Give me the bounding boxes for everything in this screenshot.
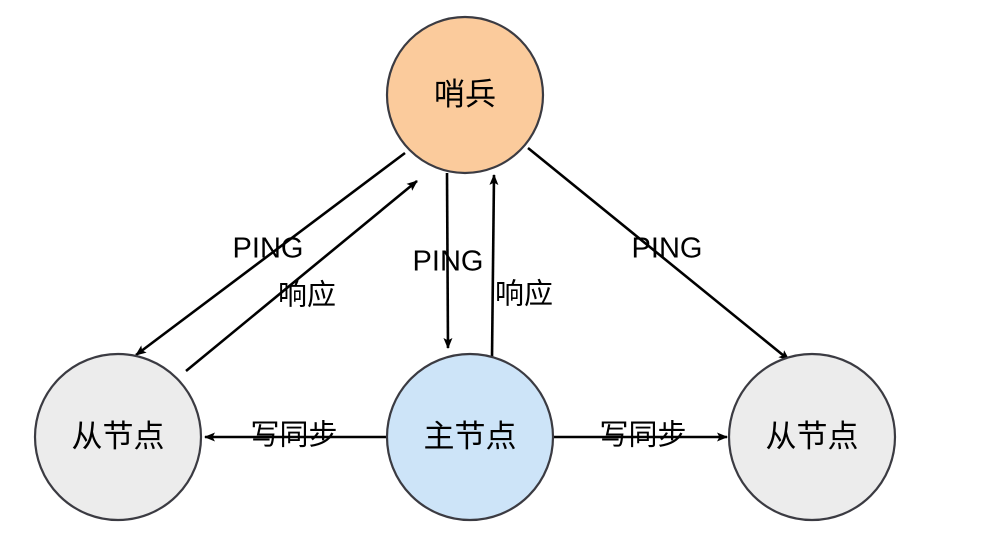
edge-label-ping-slave-left: PING <box>233 233 304 265</box>
edge-labels-layer: PING 响应 PING 响应 PING 写同步 写同步 <box>233 233 703 452</box>
node-slave-right[interactable]: 从节点 <box>727 352 897 522</box>
slave-right-label: 从节点 <box>766 419 859 454</box>
edge-slave-left-reply-sentinel <box>185 179 418 373</box>
slave-right-circle[interactable] <box>727 352 897 522</box>
sentinel-label: 哨兵 <box>434 77 496 112</box>
edge-label-reply-master: 响应 <box>495 278 553 311</box>
edges-layer <box>135 146 790 442</box>
master-circle[interactable] <box>385 352 555 522</box>
edge-label-ping-slave-right: PING <box>632 233 703 265</box>
edge-label-sync-slave-left: 写同步 <box>250 419 337 452</box>
edge-label-reply-slave-left: 响应 <box>278 279 336 312</box>
edge-master-reply-sentinel <box>489 174 499 359</box>
node-slave-left[interactable]: 从节点 <box>33 352 203 522</box>
edge-label-sync-slave-right: 写同步 <box>599 419 686 452</box>
node-master[interactable]: 主节点 <box>385 352 555 522</box>
edge-sentinel-ping-slave-left <box>135 151 406 357</box>
edge-sentinel-ping-slave-right <box>527 146 790 362</box>
master-label: 主节点 <box>424 419 517 454</box>
node-sentinel[interactable]: 哨兵 <box>385 15 545 175</box>
slave-left-circle[interactable] <box>33 352 203 522</box>
edge-label-ping-master: PING <box>413 246 484 278</box>
sentinel-circle[interactable] <box>385 15 545 175</box>
slave-left-label: 从节点 <box>72 419 165 454</box>
edge-sentinel-ping-master <box>443 172 453 349</box>
